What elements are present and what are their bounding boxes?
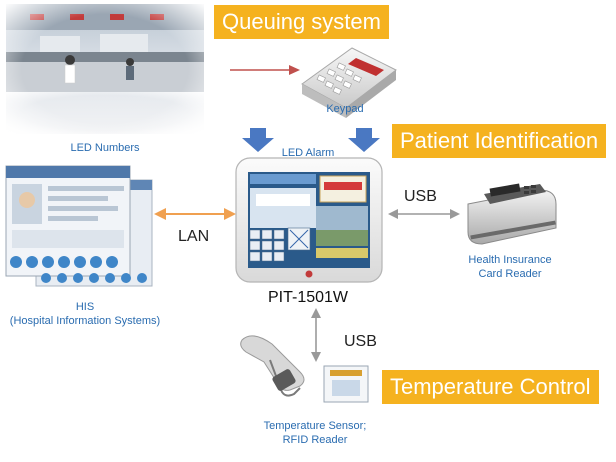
lan-arrow-head-left [154,208,166,220]
usb-bottom-label: USB [344,333,377,350]
lan-label: LAN [178,228,210,245]
rfid-card [323,365,369,403]
usb-bottom-arrow-head-bottom [311,352,321,362]
patient-identification-banner: Patient Identification [392,124,607,158]
card-reader-device [467,183,557,245]
alarm-arrow-right [348,128,380,152]
keypad-arrow-head [289,65,300,75]
card-reader-caption: Health Insurance Card Reader [450,253,570,281]
his-caption: HIS (Hospital Information Systems) [0,300,170,328]
alarm-arrow-left [242,128,274,152]
pit-terminal [235,157,383,283]
card-reader-caption-line1: Health Insurance [468,254,552,266]
led-alarm-caption: LED Alarm [281,147,335,159]
card-reader-caption-line2: Card Reader [478,268,542,280]
sensor-caption-line2: RFID Reader [282,434,348,446]
sensor-caption-line1: Temperature Sensor; [263,420,367,432]
barcode-scanner-device [240,335,305,397]
his-caption-line1: HIS [75,301,95,313]
his-caption-line2: (Hospital Information Systems) [9,315,161,327]
device-model-label: PIT-1501W [268,289,349,306]
sensor-caption: Temperature Sensor; RFID Reader [250,419,380,447]
keypad-caption: Keypad [326,103,364,115]
keypad-device [301,47,397,118]
usb-bottom-arrow-head-top [311,308,321,318]
lan-arrow-head-right [224,208,236,220]
queuing-system-banner: Queuing system [214,5,389,39]
temperature-control-banner: Temperature Control [382,370,599,404]
usb-right-arrow-head-right [450,209,460,219]
hospital-counter-photo [6,4,204,134]
his-screens [5,165,153,287]
usb-right-arrow-head-left [388,209,398,219]
usb-right-label: USB [404,188,437,205]
led-numbers-caption: LED Numbers [70,142,140,154]
